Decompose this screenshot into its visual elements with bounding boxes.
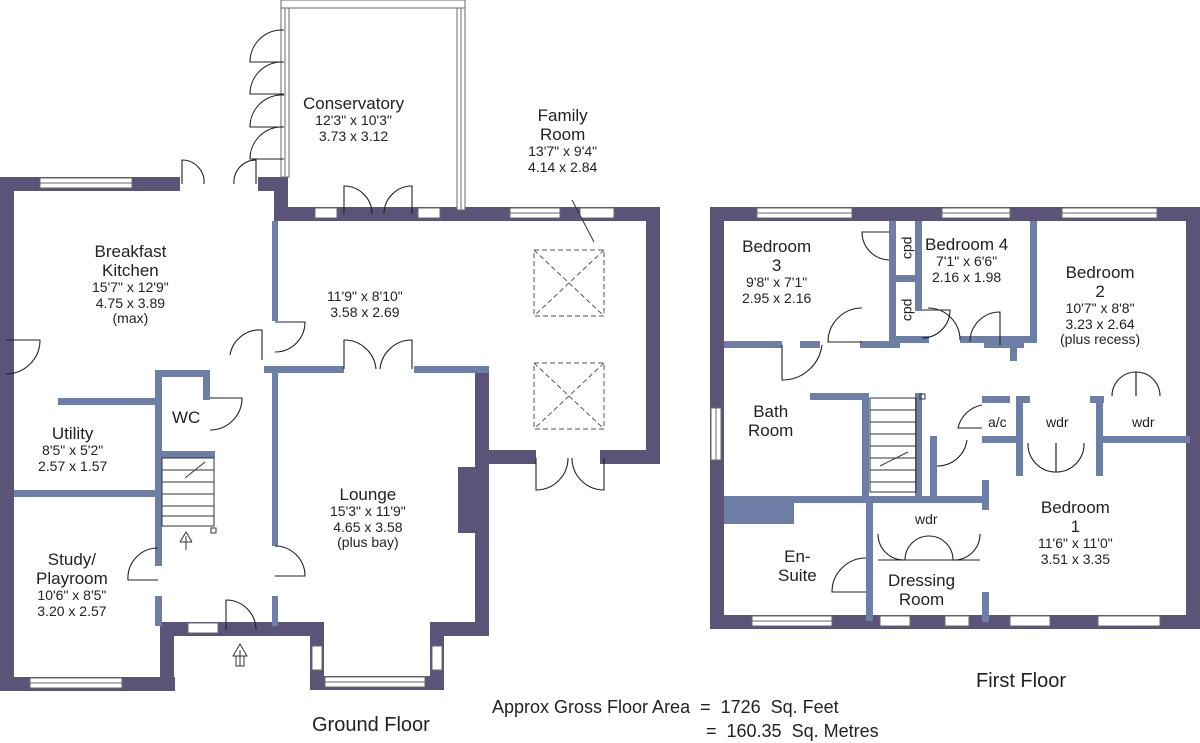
first-floor-title: First Floor <box>976 670 1066 692</box>
ground-floor-windows <box>29 177 615 689</box>
room-name: wdr <box>915 511 938 527</box>
room-label-conservatory: Conservatory 12'3" x 10'3" 3.73 x 3.12 <box>303 94 404 144</box>
room-dimensions-metric: 2.16 x 1.98 <box>931 268 1002 285</box>
room-label-ac: a/c <box>988 414 1007 431</box>
room-dimensions-imperial: 10'7" x 8'8" <box>1065 300 1135 317</box>
room-dimensions-metric: 3.23 x 2.64 <box>1065 315 1135 332</box>
room-name: Utility <box>51 424 94 443</box>
room-name: cpd <box>898 236 915 260</box>
ground-floor-title: Ground Floor <box>312 714 430 736</box>
room-name-line2: Room <box>539 125 586 145</box>
room-note: (max) <box>112 310 149 327</box>
gross-area-line2: = 160.35 Sq. Metres <box>706 721 879 741</box>
room-label-dressing-room: Dressing Room <box>888 571 955 609</box>
room-dimensions-metric: 3.58 x 2.69 <box>330 303 400 320</box>
room-dimensions-metric: 3.51 x 3.35 <box>1040 550 1110 567</box>
room-name-line2: Room <box>898 590 945 610</box>
room-label-bathroom: Bath Room <box>748 402 793 440</box>
room-name: Family <box>537 106 588 125</box>
room-name: Study/ <box>47 550 96 569</box>
room-label-family-room: Family Room 13'7" x 9'4" 4.14 x 2.84 <box>528 106 597 175</box>
skylights <box>533 199 605 430</box>
room-label-bedroom-2: Bedroom 2 10'7" x 8'8" 3.23 x 2.64 (plus… <box>1060 263 1140 348</box>
room-name: Bedroom <box>742 237 812 256</box>
room-name-line2: 3 <box>771 256 782 276</box>
room-name-line2: Room <box>748 421 794 441</box>
room-dimensions-imperial: 11'6" x 11'0" <box>1038 535 1113 552</box>
room-name: Bedroom <box>1040 498 1110 517</box>
room-label-wdr-dressing: wdr <box>915 511 938 528</box>
room-dimensions-metric: 4.65 x 3.58 <box>333 518 403 535</box>
first-floor-inner-walls <box>724 221 1190 622</box>
room-name: Bath <box>753 402 789 421</box>
room-dimensions-imperial: 7'1" x 6'6" <box>935 253 998 270</box>
room-dimensions-metric: 4.14 x 2.84 <box>528 158 598 175</box>
room-name: wdr <box>1046 414 1069 430</box>
room-name: Breakfast <box>94 242 167 261</box>
room-dimensions-metric: 3.73 x 3.12 <box>318 127 389 144</box>
room-label-utility: Utility 8'5" x 5'2" 2.57 x 1.57 <box>38 424 107 474</box>
room-dimensions-imperial: 15'7" x 12'9" <box>92 279 169 296</box>
room-dimensions-metric: 2.95 x 2.16 <box>742 289 812 306</box>
room-label-dining: 11'9" x 8'10" 3.58 x 2.69 <box>327 288 403 320</box>
room-name: Lounge <box>339 485 397 504</box>
room-name: En- <box>784 547 811 566</box>
room-label-wc: WC <box>172 408 200 427</box>
room-label-breakfast-kitchen: Breakfast Kitchen 15'7" x 12'9" 4.75 x 3… <box>92 242 169 327</box>
room-name-line2: Kitchen <box>102 261 159 281</box>
room-label-bedroom-3: Bedroom 3 9'8" x 7'1" 2.95 x 2.16 <box>742 237 811 306</box>
room-dimensions-imperial: 15'3" x 11'9" <box>330 503 406 520</box>
room-label-lounge: Lounge 15'3" x 11'9" 4.65 x 3.58 (plus b… <box>330 485 406 551</box>
room-label-cpd-top: cpd <box>898 236 915 260</box>
room-name: Bedroom <box>1065 263 1135 282</box>
room-label-cpd-bottom: cpd <box>898 298 915 322</box>
first-stairs <box>869 393 926 493</box>
ground-stairs <box>161 457 248 667</box>
room-name-line2: 1 <box>1070 517 1081 537</box>
room-label-wdr-right: wdr <box>1132 414 1155 431</box>
room-name: Dressing <box>888 571 956 590</box>
room-name: Bedroom 4 <box>925 235 1009 254</box>
room-dimensions-imperial: 11'9" x 8'10" <box>327 288 403 304</box>
first-floor-doors <box>781 231 1161 593</box>
room-label-ensuite: En- Suite <box>778 547 817 585</box>
first-floor-windows <box>710 207 1161 627</box>
room-name: wdr <box>1132 414 1155 430</box>
room-note: (plus recess) <box>1060 331 1141 348</box>
room-dimensions-imperial: 13'7" x 9'4" <box>528 143 598 160</box>
gross-area-line1: Approx Gross Floor Area = 1726 Sq. Feet <box>492 697 839 717</box>
room-name: a/c <box>988 414 1007 430</box>
conservatory-frame <box>280 0 466 211</box>
room-label-bedroom-1: Bedroom 1 11'6" x 11'0" 3.51 x 3.35 <box>1038 498 1113 567</box>
room-note: (plus bay) <box>337 534 399 551</box>
room-label-study: Study/ Playroom 10'6" x 8'5" 3.20 x 2.57 <box>36 550 108 619</box>
ground-floor-doors <box>5 29 605 631</box>
room-name-line2: Playroom <box>36 569 108 589</box>
room-name: Conservatory <box>303 94 405 113</box>
room-dimensions-metric: 4.75 x 3.89 <box>95 294 166 311</box>
room-label-bedroom-4: Bedroom 4 7'1" x 6'6" 2.16 x 1.98 <box>925 235 1008 285</box>
room-name-line2: Suite <box>778 566 817 586</box>
ground-floor-inner-walls <box>14 221 489 626</box>
room-dimensions-imperial: 10'6" x 8'5" <box>37 587 107 604</box>
room-name-line2: 2 <box>1095 282 1105 302</box>
room-dimensions-imperial: 8'5" x 5'2" <box>42 442 104 459</box>
room-dimensions-metric: 2.57 x 1.57 <box>38 457 108 474</box>
room-name: cpd <box>898 298 915 322</box>
room-dimensions-imperial: 9'8" x 7'1" <box>746 274 808 291</box>
room-name: WC <box>172 408 201 427</box>
room-label-wdr-left: wdr <box>1046 414 1069 431</box>
room-dimensions-metric: 3.20 x 2.57 <box>37 602 107 619</box>
room-dimensions-imperial: 12'3" x 10'3" <box>315 112 392 129</box>
